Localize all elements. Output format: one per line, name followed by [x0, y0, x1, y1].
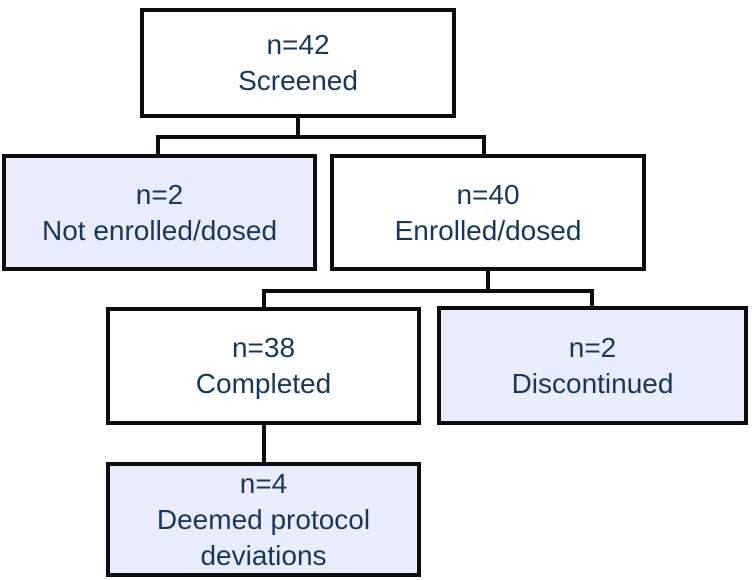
flow-box-completed: n=38 Completed [106, 307, 421, 425]
node-count: n=42 [266, 29, 330, 60]
node-label: Enrolled/dosed [394, 214, 582, 246]
flow-box-not-enrolled: n=2 Not enrolled/dosed [2, 154, 317, 271]
node-label: Completed [195, 368, 332, 399]
node-count: n=2 [135, 178, 184, 210]
flow-box-enrolled: n=40 Enrolled/dosed [330, 154, 646, 271]
connector-screened-stem [296, 118, 300, 139]
connector-completed-deviations [262, 425, 266, 463]
flow-box-discontinued: n=2 Discontinued [437, 306, 748, 425]
connector-enrolled-stem [486, 271, 490, 292]
node-label: Not enrolled/dosed [41, 214, 278, 246]
connector-row3-horizontal [262, 289, 594, 293]
node-label: Screened [238, 65, 358, 96]
connector-drop-discontinued [590, 289, 594, 307]
flow-box-screened: n=42 Screened [140, 8, 456, 118]
flow-box-protocol-deviations: n=4 Deemed protocol deviations [106, 462, 421, 577]
connector-drop-enrolled [482, 135, 486, 155]
node-count: n=38 [231, 332, 296, 363]
node-count: n=4 [239, 467, 288, 499]
connector-drop-not-enrolled [156, 135, 160, 155]
connector-row2-horizontal [156, 135, 486, 139]
node-label: Discontinued [511, 367, 674, 399]
node-count: n=40 [456, 178, 520, 210]
node-label: Deemed protocol deviations [156, 503, 371, 571]
connector-drop-completed [262, 289, 266, 308]
node-count: n=2 [568, 331, 617, 363]
